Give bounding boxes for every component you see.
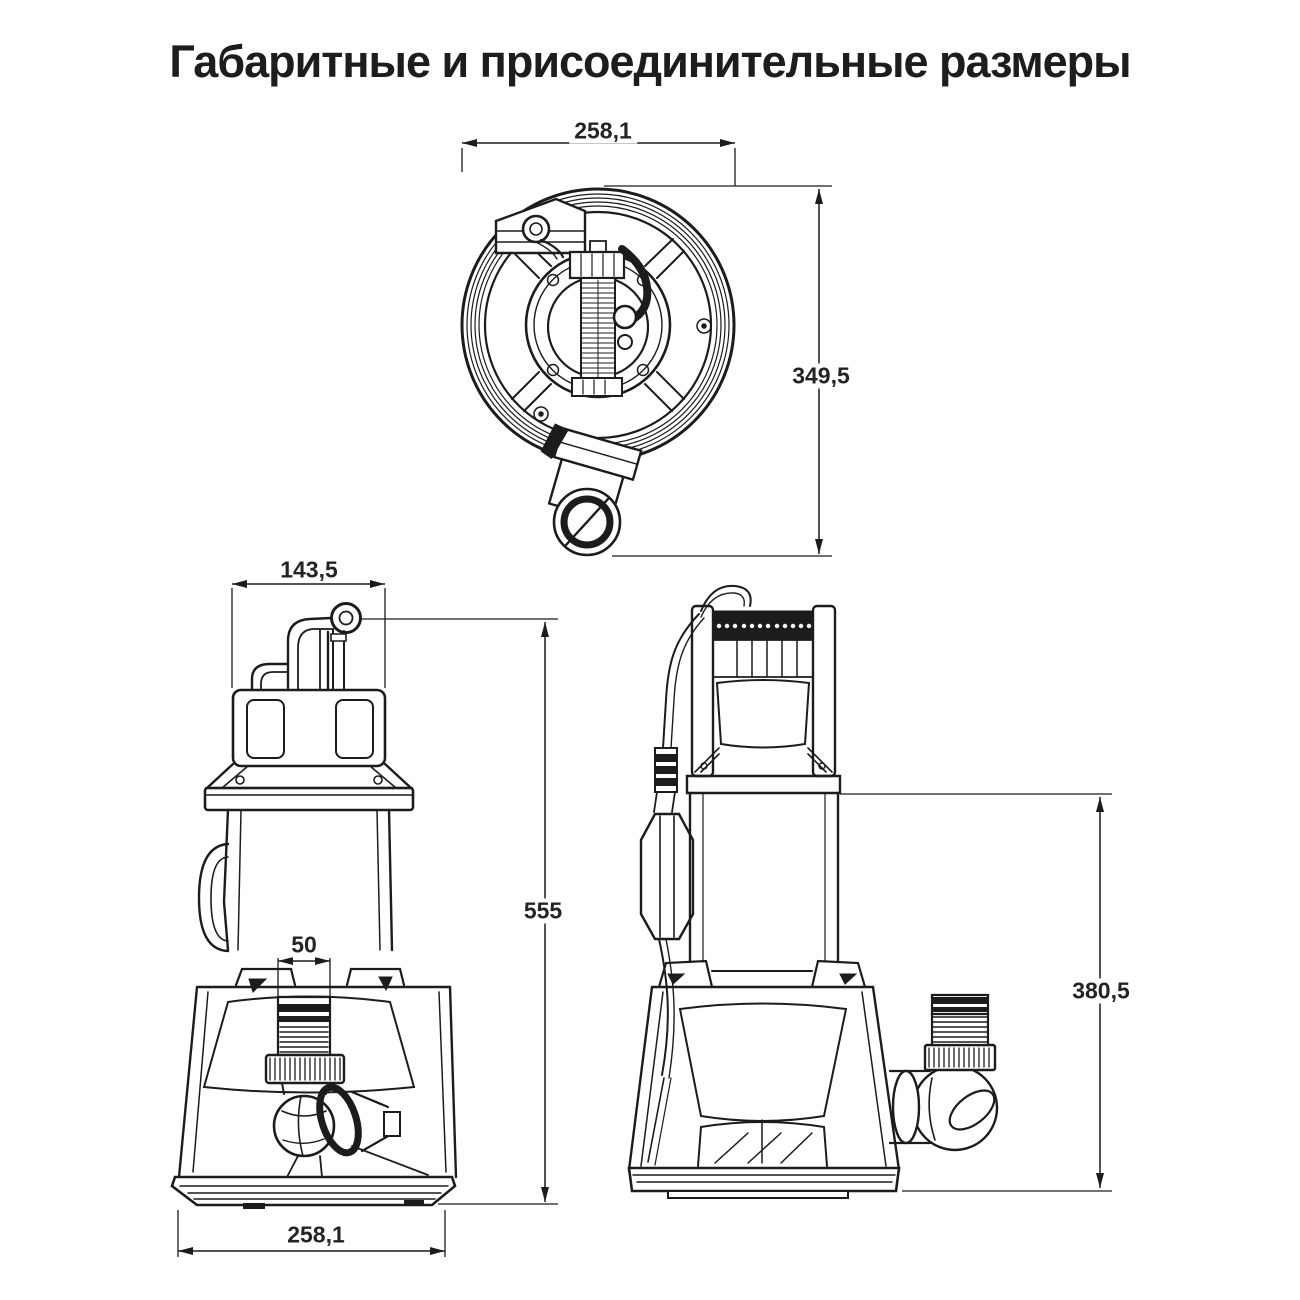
dim-label-base-width: 258,1	[282, 1222, 350, 1248]
motor-body-side	[690, 793, 838, 962]
front-view	[172, 604, 456, 1209]
outlet-connector-front	[266, 997, 344, 1094]
handle-side	[687, 606, 840, 793]
elbow-front	[274, 1082, 428, 1177]
dim-label-pump-body-height: 380,5	[1067, 978, 1135, 1004]
cable-gland-bracket	[496, 199, 585, 259]
motor-body-front	[199, 810, 392, 951]
elbow-outlet-side	[890, 995, 1001, 1150]
grip-pad	[713, 611, 813, 640]
dim-label-total-height: 555	[518, 898, 568, 924]
dim-label-top-depth: 349,5	[787, 363, 855, 389]
handle-arm	[614, 249, 647, 349]
top-view	[462, 189, 734, 555]
base-side	[629, 1168, 899, 1198]
float-switch	[641, 814, 693, 1165]
dim-label-top-width: 258,1	[569, 118, 637, 144]
base-front	[172, 1177, 455, 1209]
page-title: Габаритные и присоединительные размеры	[169, 36, 1131, 87]
handle-bar-top	[570, 241, 624, 396]
discharge-stub	[528, 422, 642, 555]
pump-casing-side	[629, 961, 899, 1170]
rope-hook	[331, 604, 361, 691]
power-cable	[654, 586, 751, 812]
carry-handle	[252, 618, 332, 690]
side-view	[629, 586, 1001, 1198]
cable-gland	[523, 216, 549, 242]
extension-lines	[178, 148, 1112, 1257]
dim-label-outlet-size: 50	[286, 932, 322, 958]
upper-housing	[205, 690, 413, 810]
side-grip	[199, 844, 228, 951]
dim-label-handle-width: 143,5	[275, 557, 343, 583]
